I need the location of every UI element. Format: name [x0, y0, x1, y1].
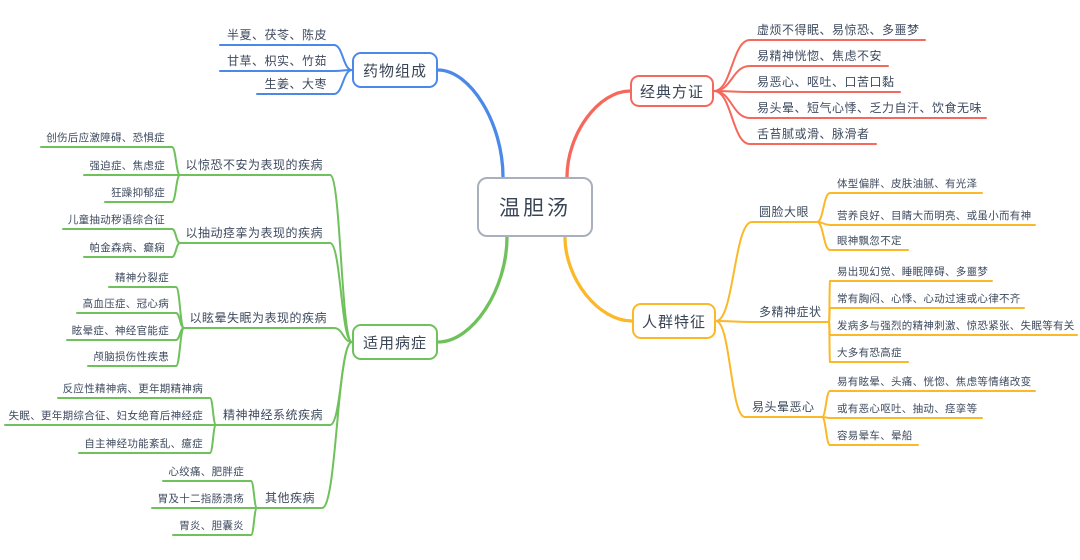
connector-line: [816, 192, 831, 223]
leaf-topic[interactable]: 体型偏胖、皮肤油腻、有光泽: [837, 178, 978, 190]
connector-line: [715, 320, 753, 323]
subtopic-label[interactable]: 易恶心、呕吐、口苦口黏: [757, 75, 895, 89]
connector-line: [436, 235, 509, 344]
connector-line: [715, 221, 753, 322]
subtopic-label[interactable]: 以抽动痉挛为表现的疾病: [185, 226, 323, 240]
subtopic-label[interactable]: 以眩晕失眠为表现的疾病: [189, 311, 327, 325]
connector-line: [171, 242, 181, 258]
connector-line: [713, 90, 751, 145]
leaf-topic[interactable]: 颅脑损伤性疾患: [93, 351, 169, 363]
branch-node-composition[interactable]: 药物组成: [352, 52, 438, 88]
connector-line: [175, 327, 185, 367]
connector-line: [713, 65, 751, 92]
leaf-topic[interactable]: 胃炎、胆囊炎: [179, 520, 244, 532]
connector-line: [563, 235, 634, 323]
connector-line: [828, 307, 831, 323]
leaf-topic[interactable]: 帕金森病、癫痫: [89, 242, 165, 254]
leaf-topic[interactable]: 容易晕车、晕船: [837, 430, 913, 442]
leaf-topic[interactable]: 大多有恐高症: [837, 347, 902, 359]
connector-line: [333, 69, 353, 95]
leaf-topic[interactable]: 眩晕症、神经官能症: [71, 325, 169, 337]
subtopic-label[interactable]: 生姜、大枣: [264, 77, 327, 91]
leaf-topic[interactable]: 狂躁抑郁症: [111, 187, 165, 199]
connector-line: [821, 416, 831, 446]
center-topic[interactable]: 温胆汤: [477, 177, 593, 237]
connector-line: [713, 90, 751, 119]
leaf-topic[interactable]: 精神分裂症: [115, 272, 169, 284]
leaf-topic[interactable]: 创伤后应激障碍、恐惧症: [46, 132, 165, 144]
subtopic-label[interactable]: 易头晕恶心: [752, 400, 815, 414]
leaf-topic[interactable]: 高血压症、冠心病: [82, 298, 169, 310]
subtopic-label[interactable]: 圆脸大眼: [759, 205, 810, 219]
connector-line: [333, 44, 353, 71]
subtopic-label[interactable]: 其他疾病: [264, 491, 315, 505]
leaf-topic[interactable]: 发病多与强烈的精神刺激、惊恐紧张、失眠等有关: [837, 320, 1075, 332]
subtopic-label[interactable]: 舌苔腻或滑、脉滑者: [757, 127, 870, 141]
leaf-topic[interactable]: 反应性精神病、更年期精神病: [62, 383, 203, 395]
connector-line: [565, 89, 632, 179]
connector-line: [828, 321, 831, 363]
connector-line: [250, 507, 258, 536]
subtopic-label[interactable]: 半夏、茯苓、陈皮: [226, 28, 327, 42]
branch-node-indications[interactable]: 适用病症: [352, 324, 438, 360]
leaf-topic[interactable]: 易有眩晕、头痛、恍惚、焦虑等情绪改变: [837, 376, 1032, 388]
subtopic-label[interactable]: 易精神恍惚、焦虑不安: [757, 49, 883, 63]
subtopic-label[interactable]: 以惊恐不安为表现的疾病: [185, 158, 323, 172]
subtopic-label[interactable]: 多精神症状: [759, 305, 822, 319]
leaf-topic[interactable]: 营养良好、目睛大而明亮、或虽小而有神: [837, 210, 1032, 222]
subtopic-label[interactable]: 甘草、枳实、竹茹: [226, 54, 327, 68]
connector-line: [329, 174, 353, 343]
connector-line: [171, 146, 181, 176]
subtopic-label[interactable]: 易头晕、短气心悸、乏力自汗、饮食无味: [757, 101, 983, 115]
connector-line: [713, 39, 751, 92]
connector-line: [209, 424, 217, 454]
branch-node-population[interactable]: 人群特征: [632, 303, 716, 339]
connector-line: [329, 242, 353, 343]
leaf-topic[interactable]: 儿童抽动秽语综合征: [67, 214, 165, 226]
leaf-topic[interactable]: 常有胸闷、心悸、心动过速或心律不齐: [837, 293, 1021, 305]
connector-line: [171, 174, 181, 203]
leaf-topic[interactable]: 或有恶心呕吐、抽动、痉挛等: [837, 403, 978, 415]
leaf-topic[interactable]: 强迫症、焦虑症: [89, 160, 165, 172]
connector-line: [333, 327, 353, 343]
connector-line: [821, 390, 831, 418]
leaf-topic[interactable]: 自主神经功能紊乱、癔症: [84, 438, 203, 450]
leaf-topic[interactable]: 胃及十二指肠溃疡: [157, 493, 244, 505]
leaf-topic[interactable]: 失眠、更年期综合征、妇女绝育后神经症: [8, 410, 203, 422]
connector-line: [209, 397, 217, 426]
leaf-topic[interactable]: 心绞痛、肥胖症: [168, 466, 244, 478]
connector-line: [715, 320, 746, 418]
leaf-topic[interactable]: 易出现幻觉、睡眠障碍、多噩梦: [837, 266, 989, 278]
connector-line: [436, 68, 505, 179]
subtopic-label[interactable]: 虚烦不得眠、易惊恐、多噩梦: [757, 23, 920, 37]
connector-line: [171, 228, 181, 244]
branch-node-classic[interactable]: 经典方证: [630, 75, 714, 107]
subtopic-label[interactable]: 精神神经系统疾病: [222, 408, 323, 422]
connector-line: [816, 221, 831, 251]
connector-line: [321, 341, 353, 509]
leaf-topic[interactable]: 眼神飘忽不定: [837, 235, 902, 247]
connector-line: [250, 480, 258, 509]
